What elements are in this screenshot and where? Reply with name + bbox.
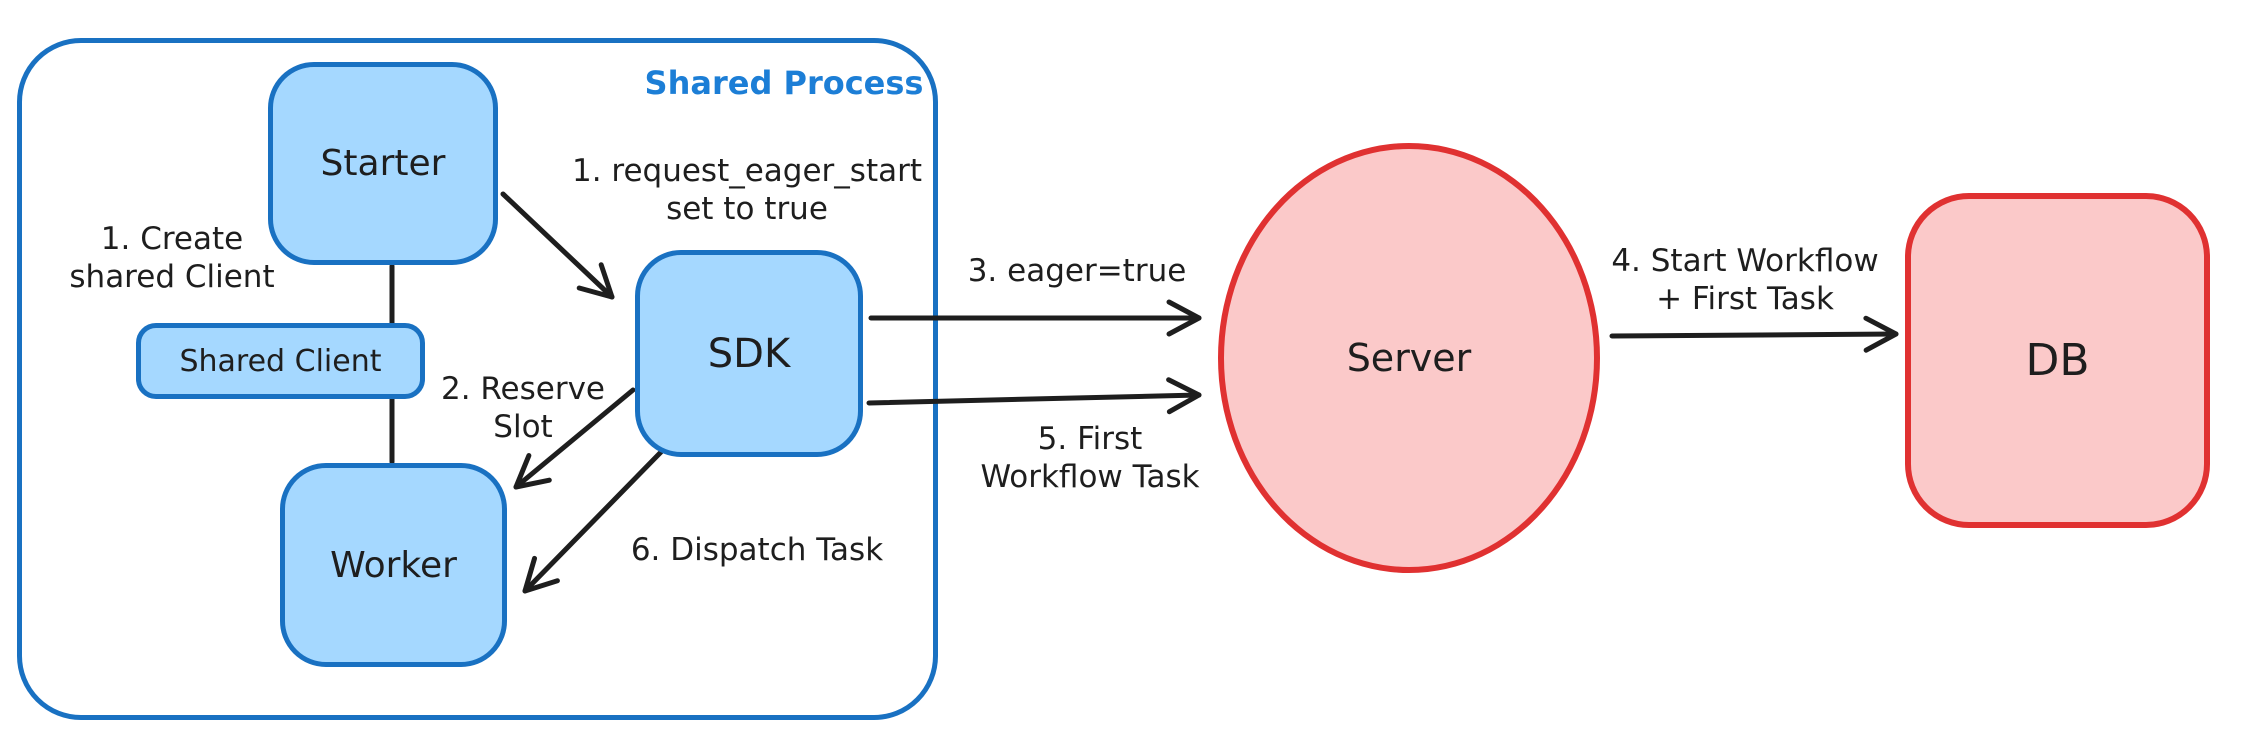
label-dispatch-task: 6. Dispatch Task	[607, 531, 907, 569]
label-line: 3. eager=true	[967, 253, 1187, 289]
node-db-label: DB	[2025, 335, 2090, 386]
node-starter: Starter	[268, 62, 498, 265]
arrow-dispatch-task	[522, 449, 664, 594]
arrow-reserve-slot	[513, 387, 636, 490]
label-reserve-slot: 2. Reserve Slot	[418, 370, 628, 446]
label-start-workflow: 4. Start Workflow + First Task	[1595, 242, 1895, 318]
label-line: Workflow Task	[980, 459, 1200, 495]
label-line: 1. request_eager_start	[571, 153, 923, 189]
node-server: Server	[1218, 143, 1600, 573]
node-worker: Worker	[280, 463, 507, 667]
node-starter-label: Starter	[320, 143, 446, 184]
node-sdk-label: SDK	[707, 330, 791, 377]
node-shared-client: Shared Client	[136, 323, 425, 399]
label-request-eager-start: 1. request_eager_start set to true	[537, 152, 957, 228]
shared-process-label: Shared Process	[644, 64, 924, 102]
node-server-label: Server	[1346, 336, 1472, 380]
label-line: set to true	[666, 191, 828, 227]
label-first-workflow-task: 5. First Workflow Task	[940, 420, 1240, 496]
label-line: 6. Dispatch Task	[630, 532, 884, 568]
label-create-shared-client: 1. Create shared Client	[52, 220, 292, 296]
label-line: Slot	[493, 409, 553, 445]
node-worker-label: Worker	[330, 544, 457, 586]
node-db: DB	[1905, 193, 2210, 528]
node-shared-client-label: Shared Client	[179, 343, 382, 379]
arrow-start-workflow-db	[1609, 315, 1899, 353]
node-sdk: SDK	[635, 250, 863, 457]
label-line: shared Client	[69, 259, 275, 295]
arrow-first-workflow-task	[866, 377, 1202, 415]
label-line: + First Task	[1656, 281, 1834, 317]
label-line: 4. Start Workflow	[1611, 243, 1879, 279]
shared-process-frame	[17, 38, 938, 720]
label-line: 1. Create	[100, 221, 244, 257]
label-line: 5. First	[1037, 421, 1143, 457]
arrow-starter-sdk	[500, 191, 615, 300]
label-eager-true: 3. eager=true	[947, 252, 1207, 290]
label-line: 2. Reserve	[440, 371, 606, 407]
